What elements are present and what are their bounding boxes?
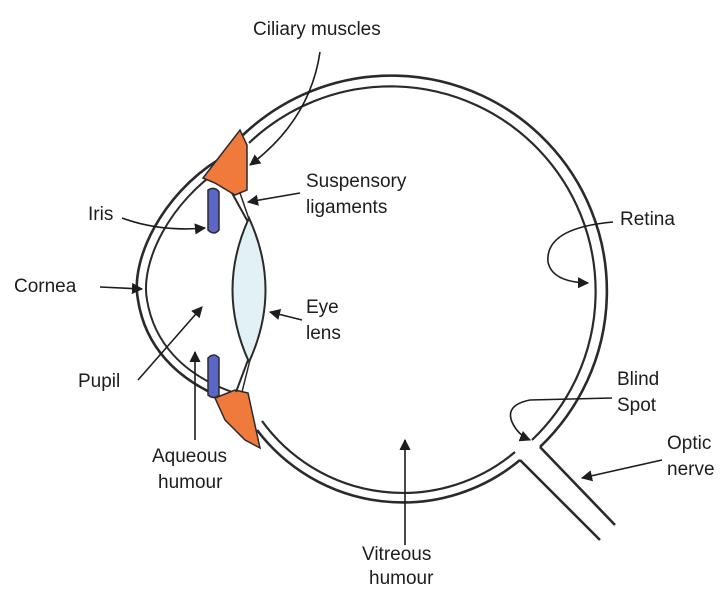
optic-nerve-lower bbox=[520, 460, 600, 540]
eyeball-lower-wall-inner bbox=[262, 421, 515, 493]
label-eye-lens-line1: Eye bbox=[306, 296, 339, 320]
label-suspensory-ligaments-line2: ligaments bbox=[306, 196, 387, 220]
arrow-optic-nerve bbox=[582, 460, 662, 478]
label-cornea: Cornea bbox=[14, 275, 76, 299]
label-vitreous-humour-line2: humour bbox=[369, 567, 433, 591]
ciliary-muscle-top bbox=[203, 130, 247, 195]
label-optic-nerve-line1: Optic bbox=[667, 432, 711, 456]
eyeball-outer-wall bbox=[243, 76, 607, 447]
label-optic-nerve-line2: nerve bbox=[667, 458, 715, 482]
label-blind-spot-line1: Blind bbox=[617, 368, 659, 392]
arrow-pupil bbox=[138, 307, 202, 380]
arrow-eye-lens bbox=[270, 312, 302, 320]
arrow-suspensory-ligaments bbox=[248, 193, 300, 202]
label-iris: Iris bbox=[88, 203, 113, 227]
arrow-iris bbox=[122, 218, 205, 229]
label-retina: Retina bbox=[620, 208, 675, 232]
label-vitreous-humour-line1: Vitreous bbox=[362, 543, 431, 567]
iris-top bbox=[208, 188, 219, 233]
iris-bottom bbox=[208, 355, 219, 398]
label-aqueous-humour-line2: humour bbox=[158, 471, 222, 495]
label-eye-lens-line2: lens bbox=[306, 322, 341, 346]
arrow-ciliary-muscles bbox=[250, 52, 320, 165]
eye-lens bbox=[233, 218, 266, 362]
label-pupil: Pupil bbox=[78, 370, 120, 394]
ciliary-muscle-bottom bbox=[215, 390, 260, 448]
label-blind-spot-line2: Spot bbox=[617, 394, 656, 418]
label-suspensory-ligaments-line1: Suspensory bbox=[306, 170, 406, 194]
label-aqueous-humour-line1: Aqueous bbox=[152, 445, 227, 469]
label-ciliary-muscles: Ciliary muscles bbox=[253, 18, 381, 42]
optic-nerve-upper bbox=[540, 447, 615, 525]
